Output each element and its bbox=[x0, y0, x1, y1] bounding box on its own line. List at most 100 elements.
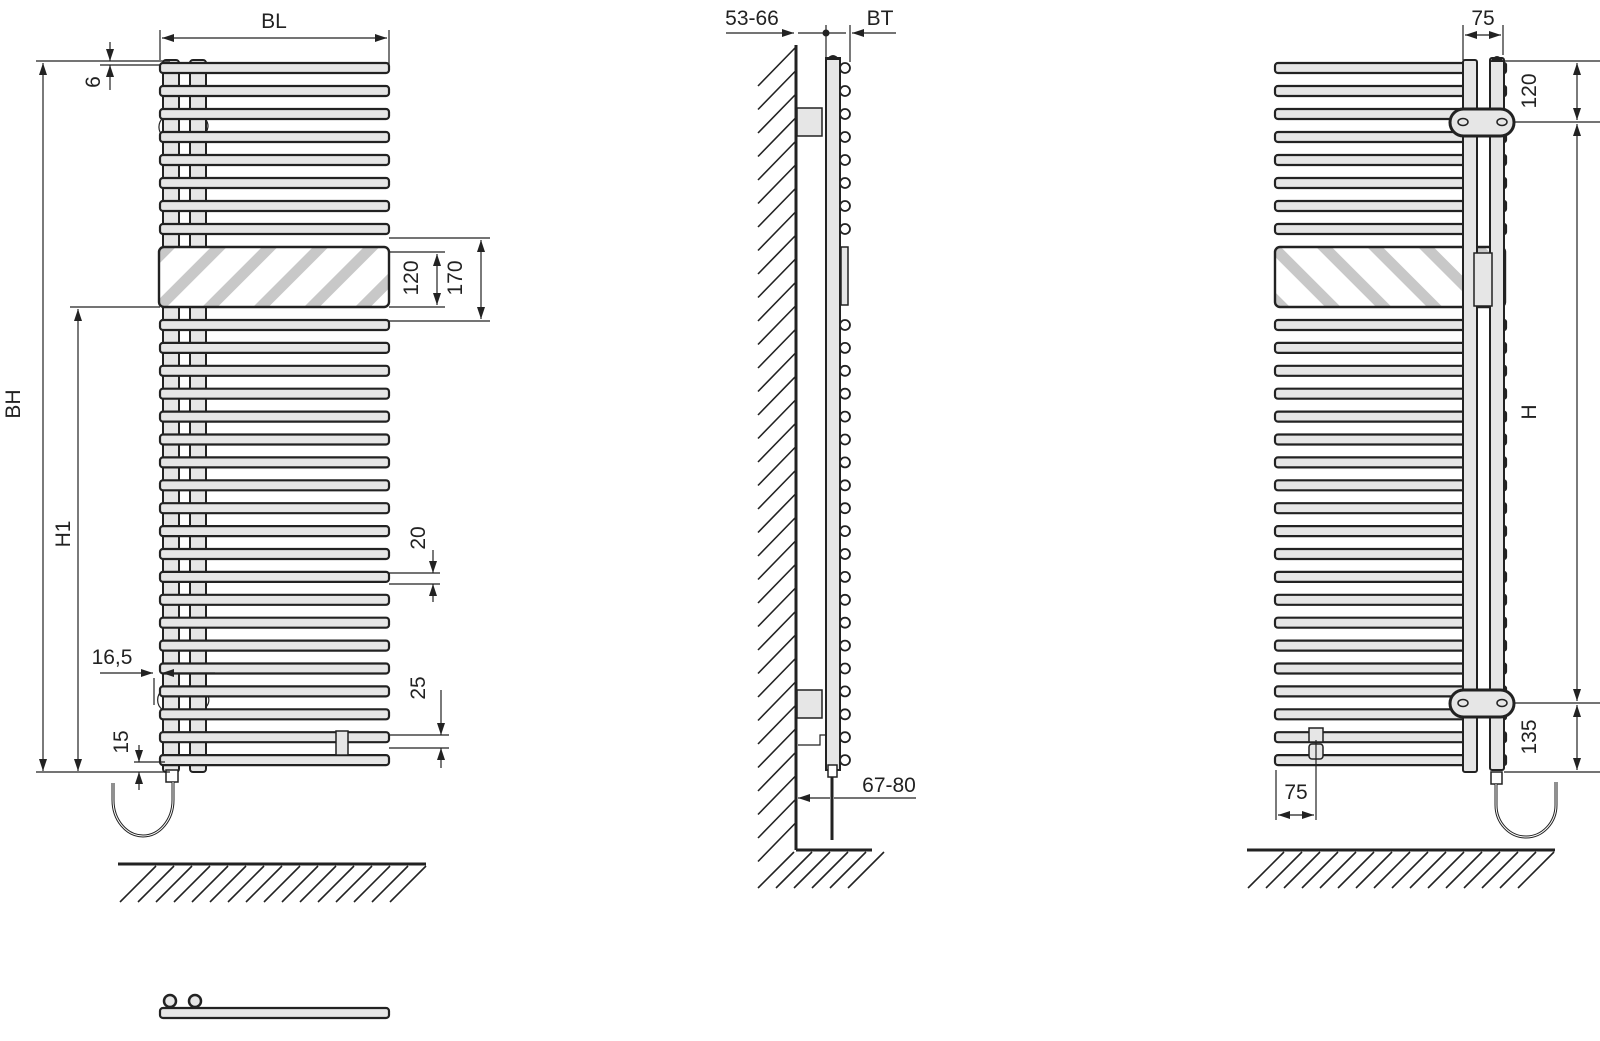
towel-bar bbox=[158, 387, 391, 400]
hatch-line bbox=[335, 865, 373, 903]
hatch-line bbox=[757, 470, 796, 510]
wall-bracket-top bbox=[1448, 107, 1516, 138]
towel-bar bbox=[1273, 593, 1472, 606]
hatch-line bbox=[263, 865, 301, 903]
towel-bar bbox=[1273, 570, 1472, 584]
label-top-bracket: 120 bbox=[1518, 73, 1541, 108]
hatch-line bbox=[757, 705, 796, 745]
towel-bar bbox=[1273, 639, 1472, 652]
towel-bar bbox=[1273, 107, 1472, 121]
hatch-line bbox=[757, 728, 796, 769]
label-bh: BH bbox=[2, 389, 25, 418]
hatch-line bbox=[757, 423, 796, 463]
bar-section bbox=[839, 177, 851, 189]
towel-bar bbox=[158, 364, 391, 377]
towel-bar bbox=[158, 570, 391, 584]
hatch-line bbox=[757, 658, 796, 698]
collector-tube-right bbox=[1489, 57, 1505, 771]
towel-bar bbox=[1273, 616, 1472, 629]
hatch-line bbox=[757, 211, 796, 252]
hatch-line bbox=[775, 851, 813, 889]
towel-bar bbox=[1273, 364, 1472, 377]
towel-bar bbox=[158, 199, 391, 213]
hatch-line bbox=[1463, 851, 1501, 889]
bar-section bbox=[839, 708, 851, 721]
wall-bracket-bottom bbox=[1448, 688, 1516, 719]
towel-bar bbox=[158, 410, 391, 423]
side-tube bbox=[825, 57, 841, 771]
bar-section bbox=[839, 85, 851, 97]
bar-section bbox=[839, 548, 851, 560]
towel-bar bbox=[158, 662, 391, 675]
towel-bar bbox=[158, 130, 391, 144]
hatch-line bbox=[155, 865, 193, 903]
towel-bar bbox=[158, 731, 391, 744]
hatch-line bbox=[757, 822, 796, 863]
hatch-line bbox=[757, 70, 796, 111]
towel-bar bbox=[1273, 84, 1472, 98]
hatch-line bbox=[757, 282, 796, 322]
hatch-line bbox=[757, 564, 796, 604]
rear-bars bbox=[1273, 61, 1508, 767]
towel-bar bbox=[1273, 502, 1472, 515]
hatch-line bbox=[757, 352, 796, 393]
hatch-line bbox=[191, 865, 229, 903]
hatch-line bbox=[371, 865, 409, 903]
hatch-line bbox=[757, 117, 796, 158]
label-bracket-distance: H bbox=[1518, 404, 1541, 419]
hatch-line bbox=[829, 851, 867, 889]
towel-bar bbox=[158, 502, 391, 515]
hatch-line bbox=[757, 305, 796, 346]
towel-bar bbox=[1273, 479, 1472, 492]
hatch-line bbox=[1481, 851, 1519, 889]
towel-bar bbox=[158, 616, 391, 629]
bar-section bbox=[839, 525, 851, 537]
hatch-line bbox=[757, 235, 796, 275]
hatch-line bbox=[1409, 851, 1447, 889]
towel-bar bbox=[1273, 387, 1472, 400]
top-view-tube bbox=[162, 993, 178, 1009]
hatch-line bbox=[1337, 851, 1375, 889]
label-wall-distance: 53-66 bbox=[725, 7, 779, 30]
label-valve-offset: 75 bbox=[1284, 781, 1307, 804]
hatch-line bbox=[1301, 851, 1339, 889]
hatch-line bbox=[757, 799, 796, 839]
bar-section bbox=[839, 223, 851, 235]
heating-element-plug bbox=[1490, 771, 1503, 785]
label-top-offset: 6 bbox=[82, 76, 105, 88]
towel-bar bbox=[158, 107, 391, 121]
label-h1: H1 bbox=[52, 521, 75, 548]
hatch-line bbox=[757, 587, 796, 628]
label-bl: BL bbox=[261, 10, 287, 33]
bar-section bbox=[839, 131, 851, 143]
towel-bar bbox=[1273, 433, 1472, 446]
hatch-line bbox=[757, 611, 796, 651]
hatch-line bbox=[281, 865, 319, 903]
collector-tube-left bbox=[1462, 59, 1478, 773]
towel-bar bbox=[1273, 456, 1472, 469]
towel-bar bbox=[158, 479, 391, 492]
floor-hatch bbox=[1247, 851, 1555, 889]
hatch-line bbox=[173, 865, 211, 903]
hatch-line bbox=[353, 865, 391, 903]
hatch-line bbox=[1247, 851, 1285, 889]
bar-section bbox=[839, 410, 851, 423]
top-view-tube bbox=[187, 993, 203, 1009]
hatch-line bbox=[1355, 851, 1393, 889]
hatch-line bbox=[757, 47, 796, 87]
hatch-line bbox=[757, 399, 796, 440]
bar-section bbox=[839, 319, 851, 331]
towel-bar bbox=[1273, 318, 1472, 332]
rear-view: 75 120 H 135 75 bbox=[1247, 7, 1600, 889]
bar-section bbox=[839, 593, 851, 606]
panel-side bbox=[840, 246, 849, 306]
towel-bar bbox=[158, 61, 391, 75]
cable bbox=[111, 782, 175, 838]
floor-hatch bbox=[119, 865, 427, 903]
heating-element-plug bbox=[827, 764, 838, 778]
towel-bar bbox=[1273, 524, 1472, 538]
bar-section bbox=[839, 639, 851, 652]
bar-section bbox=[839, 616, 851, 629]
label-element-distance: 67-80 bbox=[862, 774, 916, 797]
